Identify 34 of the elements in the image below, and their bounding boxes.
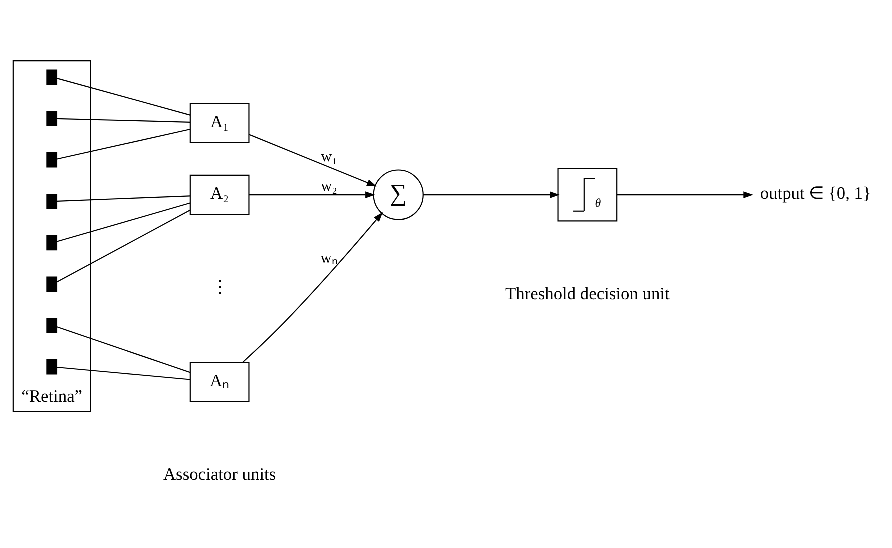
node-box (46, 194, 58, 210)
edge-label: w₁ (320, 148, 337, 166)
edge-label: w₂ (320, 178, 337, 195)
connector (56, 78, 190, 116)
arrow (248, 192, 375, 198)
node-box: Aₙ (189, 362, 250, 403)
node-circle: ∑ (372, 170, 424, 220)
arrow (248, 134, 376, 187)
cluster: “Retina” (12, 60, 91, 412)
node-box (46, 70, 58, 86)
node-box (46, 276, 58, 292)
node-box (46, 360, 58, 375)
node-box: θ (557, 168, 618, 222)
label: ⋮ (210, 276, 228, 297)
connector (56, 196, 190, 202)
node-box (46, 318, 58, 334)
connector (56, 366, 190, 380)
connector (56, 118, 190, 123)
connector (56, 326, 190, 374)
label: Associator units (162, 464, 276, 484)
node-box: A₂ (189, 174, 250, 216)
connector (56, 129, 190, 160)
edge-label: wₙ (320, 250, 338, 267)
connector (56, 210, 190, 283)
arrow (422, 192, 560, 198)
node-box: A₁ (189, 103, 250, 144)
node-text: output ∈ {0, 1} (760, 183, 871, 204)
arrow (616, 192, 753, 198)
label: Threshold decision unit (504, 283, 670, 304)
connector (56, 202, 190, 242)
node-box (46, 152, 58, 168)
node-box (46, 111, 58, 126)
node-box (46, 235, 58, 251)
arrow (242, 212, 382, 363)
